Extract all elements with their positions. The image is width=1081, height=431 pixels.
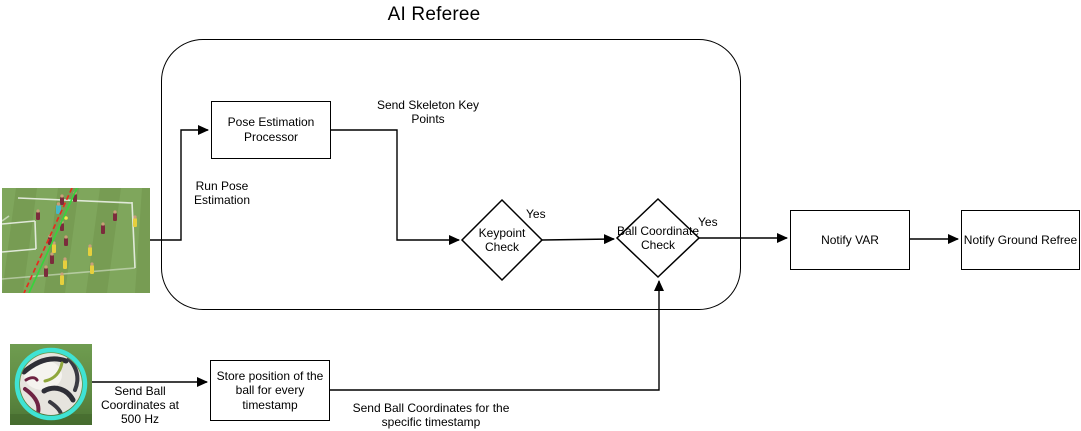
ball-frame-image <box>10 344 92 425</box>
node-store-ball-position: Store position of the ball for every tim… <box>210 360 330 421</box>
ai-referee-boundary <box>161 39 741 310</box>
node-keypoint-check: Keypoint Check <box>478 225 526 254</box>
node-notify-ground-refree: Notify Ground Refree <box>961 210 1080 270</box>
ball-coordinate-check-diamond <box>615 197 701 279</box>
node-ball-coordinate-check: Ball Coordinate Check <box>616 223 700 252</box>
label-ball-coordinate-yes: Yes <box>698 215 718 229</box>
label-send-ball-coordinates-timestamp: Send Ball Coordinates for the specific t… <box>352 401 510 430</box>
edge-camera-to-pose <box>150 125 209 241</box>
node-notify-var: Notify VAR <box>790 210 910 270</box>
diagram-title: AI Referee <box>387 4 481 25</box>
label-run-pose-estimation: Run Pose Estimation <box>193 179 251 208</box>
edge-store-to-ballcheck <box>330 280 664 391</box>
match-frame-image <box>2 188 150 293</box>
keypoint-check-diamond <box>460 198 544 282</box>
label-send-skeleton-key-points: Send Skeleton Key Points <box>376 98 480 127</box>
node-pose-estimation-processor: Pose Estimation Processor <box>211 101 331 159</box>
edge-keypoint-to-ballcheck <box>541 234 615 245</box>
ball-highlight-ring <box>14 347 88 421</box>
label-send-ball-coordinates-500hz: Send Ball Coordinates at 500 Hz <box>100 384 180 427</box>
label-keypoint-yes: Yes <box>526 207 546 221</box>
edge-pose-to-keypoint <box>331 129 460 245</box>
